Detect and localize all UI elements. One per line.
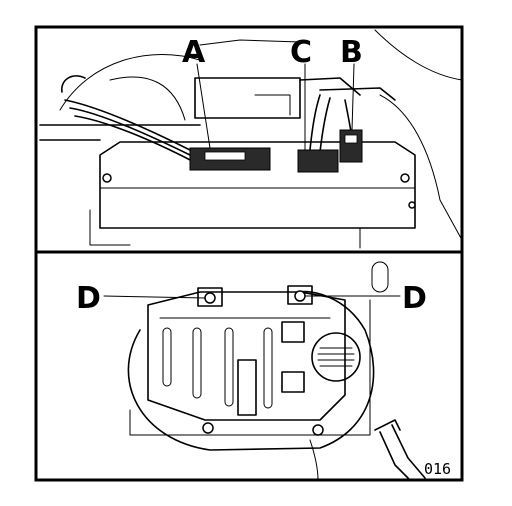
callout-b: B [340, 35, 363, 70]
screw-d-right [294, 290, 306, 302]
relay-upper [281, 321, 305, 343]
harness-cb-1 [309, 94, 321, 151]
cable-1 [379, 431, 411, 481]
cable-2 [391, 424, 426, 479]
screw-d-left [204, 292, 216, 304]
bottom-panel: D D 016 [34, 250, 464, 482]
screw-bottom-left [202, 422, 214, 434]
leader-a [196, 63, 211, 149]
screw-bottom-right [312, 424, 324, 436]
harness-wire-3 [74, 115, 195, 163]
callout-d-right: D [402, 281, 427, 316]
callout-a: A [182, 35, 206, 70]
leader-d-left [103, 295, 206, 299]
relay-block [237, 359, 257, 416]
bg-arm [299, 77, 361, 96]
bg-curve-2 [109, 76, 186, 121]
bg-post [371, 261, 389, 293]
wire-drop [309, 439, 319, 481]
buzzer [311, 332, 361, 382]
cable-plug [374, 419, 401, 431]
callout-c: C [290, 35, 312, 70]
connector-c [297, 149, 339, 173]
harness-cb-2 [319, 97, 331, 153]
plate-slot-2 [192, 327, 202, 399]
connector-a-latch [204, 151, 246, 161]
harness-wire-2 [69, 107, 193, 157]
module-screw-right [400, 173, 410, 183]
harness-loop [61, 75, 86, 93]
wheel-well [127, 290, 375, 451]
module-screw-right-lower [408, 201, 416, 209]
top-panel: A C B [34, 25, 464, 254]
dashed-outline [129, 299, 371, 436]
leader-b [351, 63, 355, 131]
bg-bracket [194, 77, 301, 119]
connector-b-latch [344, 134, 358, 144]
module-screw-left [102, 173, 112, 183]
plate-slot-3 [224, 327, 234, 407]
figure-number: 016 [424, 460, 451, 478]
bg-curve-4 [379, 94, 463, 241]
plate-slot-4 [263, 327, 273, 409]
bg-bracket-detail [254, 94, 291, 116]
module-tab-left [89, 209, 131, 246]
bg-line-top [199, 39, 301, 46]
callout-d-left: D [76, 281, 101, 316]
mounting-plate [147, 291, 346, 421]
module-housing [99, 141, 416, 229]
tab-d-left [197, 287, 223, 307]
bg-curve-1 [59, 54, 201, 111]
bottom-panel-frame [34, 250, 464, 482]
harness-cb-route [319, 87, 396, 101]
bg-curve-3 [374, 29, 463, 81]
relay-lower [281, 371, 305, 393]
tab-d-right [287, 285, 313, 305]
harness-wire-1 [64, 99, 191, 151]
plate-slot-1 [162, 327, 172, 387]
